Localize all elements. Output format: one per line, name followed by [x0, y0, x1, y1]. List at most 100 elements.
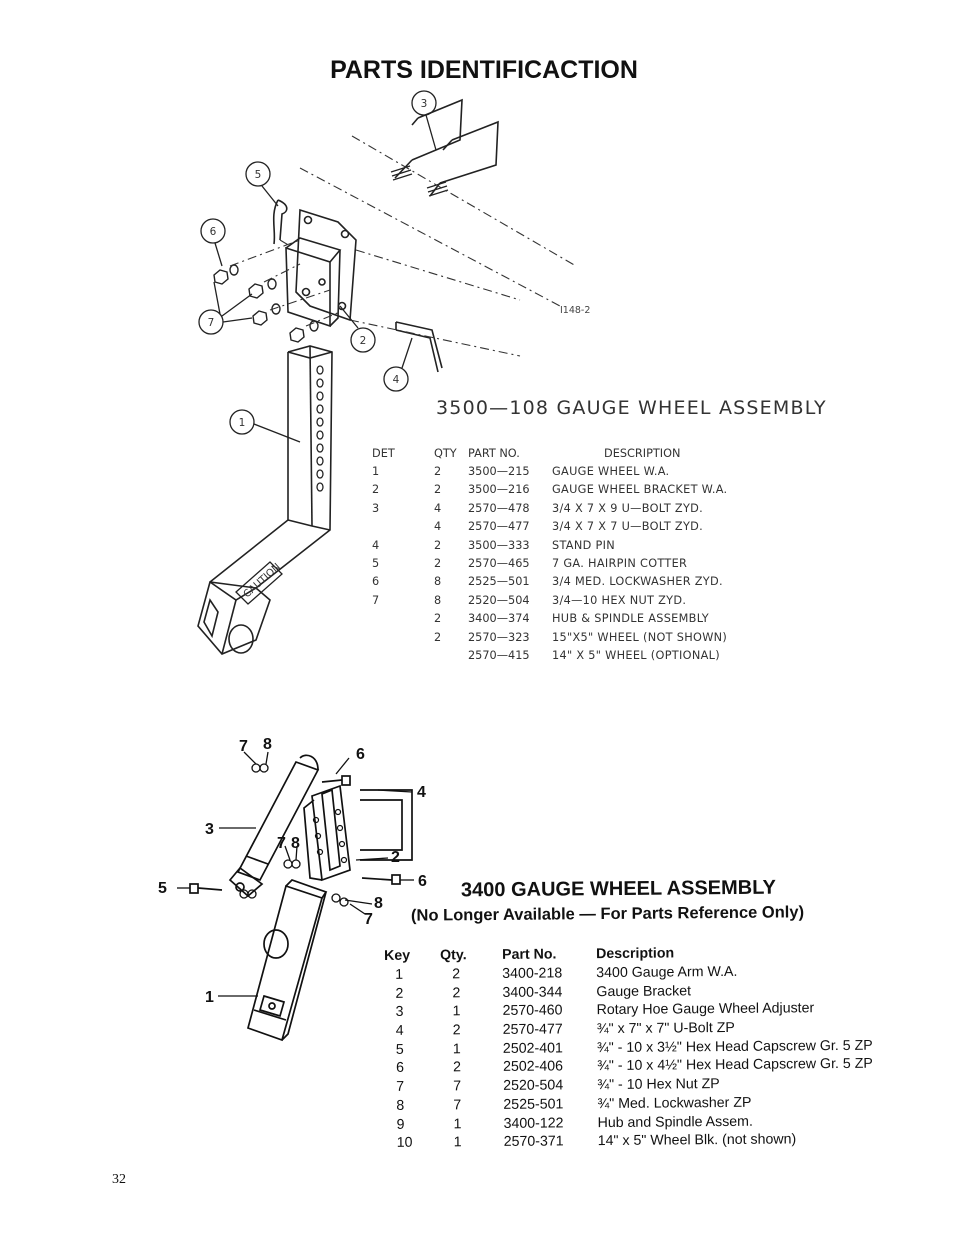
header-desc: Description — [596, 945, 675, 963]
cell-qty: 2 — [434, 465, 442, 479]
callout-3: 3 — [421, 98, 428, 110]
cell-det: 4 — [372, 538, 380, 552]
cell-qty: 1 — [452, 1003, 461, 1020]
header-part: Part No. — [502, 946, 557, 964]
assembly-1-title: 3500—108 GAUGE WHEEL ASSEMBLY — [436, 397, 827, 419]
cell-desc: 7 GA. HAIRPIN COTTER — [552, 557, 688, 571]
cell-qty: 8 — [434, 575, 442, 589]
cell-desc: STAND PIN — [552, 538, 615, 552]
table-row: 2570—415 14" X 5" WHEEL (OPTIONAL) — [362, 646, 727, 664]
header-part: PART NO. — [468, 446, 520, 460]
cell-key: 2 — [395, 985, 404, 1002]
cell-part: 2570—478 — [468, 501, 530, 515]
cell-desc: 3/4 MED. LOCKWASHER ZYD. — [552, 575, 723, 589]
callout2-6b: 6 — [418, 873, 427, 890]
cell-key: 5 — [395, 1041, 404, 1058]
cell-desc: GAUGE WHEEL BRACKET W.A. — [552, 483, 728, 497]
cell-det — [362, 610, 424, 628]
cell-det: 5 — [372, 557, 380, 571]
assembly-2-title: 3400 GAUGE WHEEL ASSEMBLY — [460, 876, 776, 902]
cell-key: 4 — [395, 1022, 404, 1039]
cell-desc: Rotary Hoe Gauge Wheel Adjuster — [596, 1000, 815, 1019]
cell-part: 2520-504 — [503, 1077, 564, 1095]
cell-desc: 3/4 X 7 X 9 U—BOLT ZYD. — [552, 501, 704, 515]
cell-desc: 3400 Gauge Arm W.A. — [596, 963, 738, 982]
cell-qty: 2 — [452, 966, 461, 983]
callout-4: 4 — [393, 374, 400, 386]
cell-qty: 2 — [434, 557, 442, 571]
cell-key: 3 — [395, 1004, 404, 1021]
cell-qty: 2 — [434, 612, 442, 626]
cell-det — [362, 518, 424, 536]
callout2-6a: 6 — [356, 746, 365, 763]
cell-qty: 2 — [434, 630, 442, 644]
cell-qty: 7 — [453, 1078, 462, 1095]
cell-qty: 1 — [453, 1134, 462, 1151]
cell-part: 3500—333 — [468, 538, 530, 552]
page-number: 32 — [112, 1172, 126, 1187]
cell-key: 7 — [396, 1078, 405, 1096]
callout-5: 5 — [255, 169, 262, 181]
callout2-4: 4 — [417, 784, 426, 801]
cell-part: 3500—216 — [468, 483, 530, 497]
cell-key: 8 — [396, 1097, 405, 1114]
assembly-2-subtitle: (No Longer Available — For Parts Referen… — [410, 903, 805, 925]
page-title: PARTS IDENTIFICACTION — [330, 56, 638, 84]
table-row: 4 2570—477 3/4 X 7 X 7 U—BOLT ZYD. — [362, 518, 727, 536]
cell-qty: 8 — [434, 593, 442, 607]
cell-qty: 2 — [452, 1022, 461, 1039]
cell-part: 2570—415 — [468, 648, 530, 662]
cell-qty: 4 — [434, 520, 442, 534]
cell-part: 2570-371 — [503, 1133, 564, 1151]
cell-qty: 2 — [452, 1059, 462, 1076]
cell-key: 10 — [396, 1134, 413, 1152]
callout2-3: 3 — [205, 821, 214, 838]
cell-part: 2570—477 — [468, 520, 530, 534]
cell-part: 2502-401 — [502, 1040, 563, 1057]
callout-7: 7 — [208, 317, 215, 329]
header-qty: Qty. — [440, 947, 467, 964]
cell-desc: 15"X5" WHEEL (NOT SHOWN) — [552, 630, 728, 644]
header-desc: DESCRIPTION — [604, 446, 681, 460]
callout-1: 1 — [239, 417, 246, 429]
cell-desc: ¾" - 10 x 4½" Hex Head Capscrew Gr. 5 ZP — [596, 1056, 873, 1075]
cell-det: 6 — [372, 575, 380, 589]
header-key: Key — [384, 948, 411, 965]
callout2-7a: 7 — [239, 738, 248, 755]
callout2-2: 2 — [391, 849, 400, 866]
cell-desc: 3/4 X 7 X 7 U—BOLT ZYD. — [552, 520, 704, 534]
assembly-2-parts-table: Key Qty. Part No. Description 1 2 3400-218… — [380, 943, 874, 1153]
cell-qty: 2 — [434, 483, 442, 497]
cell-det: 1 — [372, 465, 380, 479]
cell-desc: 14" x 5" Wheel Blk. (not shown) — [597, 1131, 797, 1150]
gauge-wheel-3500-diagram: CAUTION 3 5 6 7 2 4 1 I148-2 — [197, 90, 590, 655]
cell-desc: ¾" Med. Lockwasher ZP — [597, 1094, 752, 1112]
cell-part: 3400-218 — [502, 965, 563, 982]
callout2-8c: 8 — [374, 895, 383, 912]
callout2-7b: 7 — [277, 835, 286, 852]
callout-6: 6 — [210, 226, 217, 238]
callout-2: 2 — [360, 335, 367, 347]
cell-part: 2502-406 — [502, 1058, 564, 1076]
cell-part: 2520—504 — [468, 593, 530, 607]
cell-key: 1 — [395, 966, 404, 983]
cell-part: 3400-122 — [503, 1114, 564, 1132]
cell-part: 2570-477 — [502, 1021, 563, 1039]
cell-desc: Gauge Bracket — [596, 983, 692, 1000]
cell-desc: GAUGE WHEEL W.A. — [552, 465, 670, 479]
callout2-8b: 8 — [291, 835, 300, 852]
cell-key: 9 — [396, 1116, 405, 1133]
cell-desc: 14" X 5" WHEEL (OPTIONAL) — [552, 648, 720, 662]
cell-qty — [424, 646, 468, 664]
header-qty: QTY — [434, 446, 457, 460]
